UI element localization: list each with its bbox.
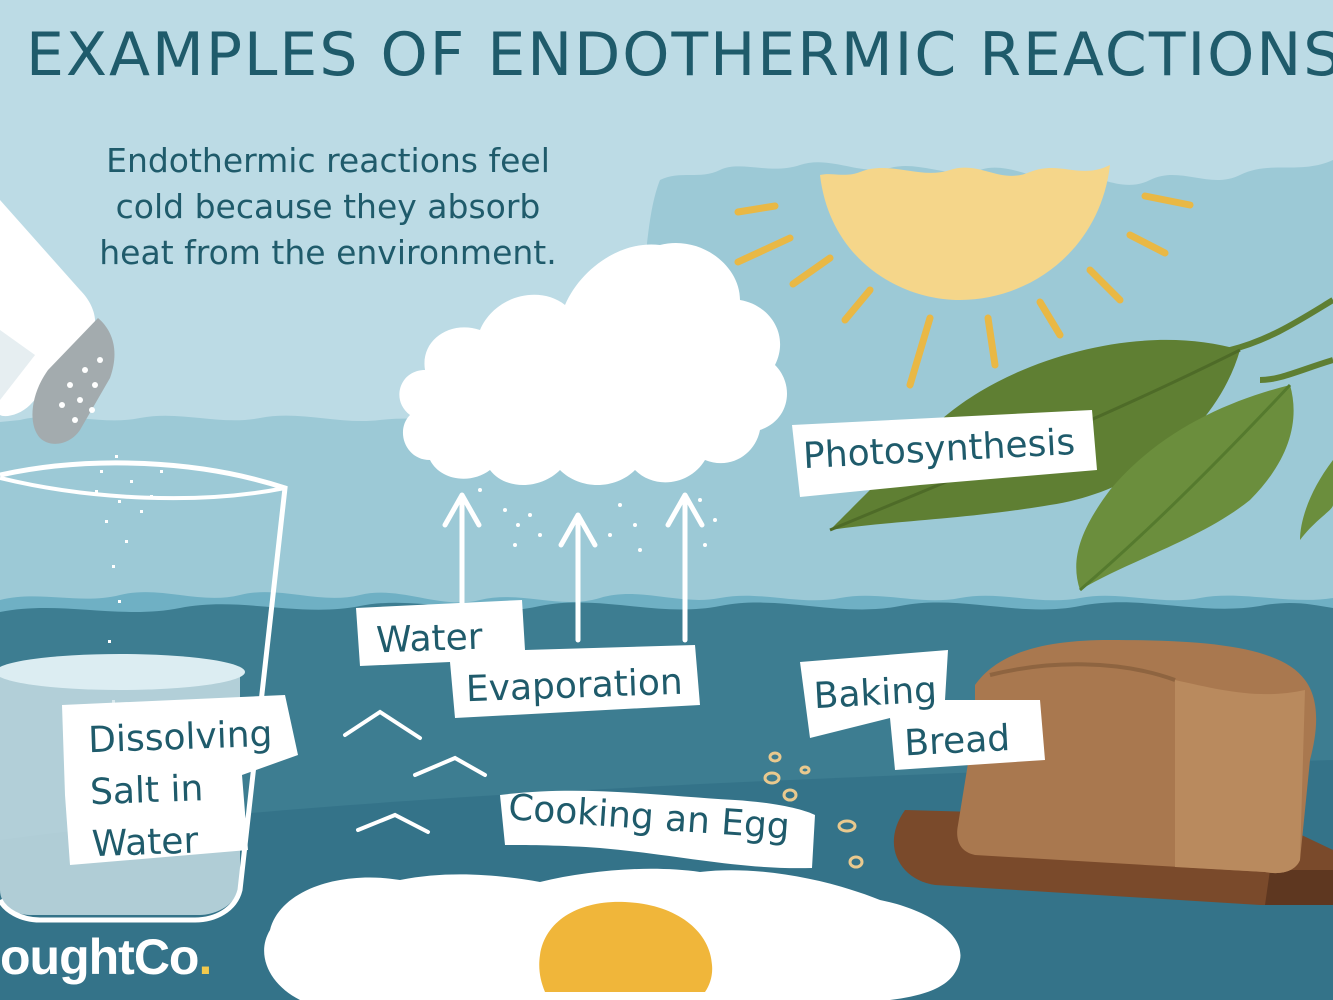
top-cloud-band [0, 0, 1333, 422]
evaporation-cloud [399, 243, 787, 485]
page-title: Examples of Endothermic Reactions [26, 20, 1333, 90]
label-dissolving-salt-line-2: Salt in [89, 768, 204, 814]
label-baking-bread: Baking Bread [812, 661, 1011, 775]
label-baking-bread-line-2: Bread [903, 717, 1012, 765]
bread-loaf [957, 640, 1317, 874]
brand-logo: oughtCo. [0, 928, 212, 986]
label-papers [62, 410, 1097, 869]
label-water-evaporation: Water Evaporation [375, 605, 683, 720]
label-water-evaporation-line-2: Evaporation [465, 661, 684, 711]
sun [734, 165, 1194, 389]
brand-logo-accent: . [198, 929, 212, 985]
label-dissolving-salt-line-1: Dissolving [87, 713, 274, 762]
brand-logo-main: oughtCo [0, 929, 199, 985]
subtitle: Endothermic reactions feel cold because … [99, 141, 557, 272]
salt-shaker [0, 200, 115, 444]
evaporation-arrows [442, 492, 705, 643]
heat-waves [343, 709, 487, 834]
fried-egg [264, 868, 961, 1000]
label-dissolving-salt: Dissolving Salt in Water [87, 709, 277, 871]
label-dissolving-salt-line-3: Water [91, 820, 199, 866]
evaporation-droplets [478, 478, 717, 552]
